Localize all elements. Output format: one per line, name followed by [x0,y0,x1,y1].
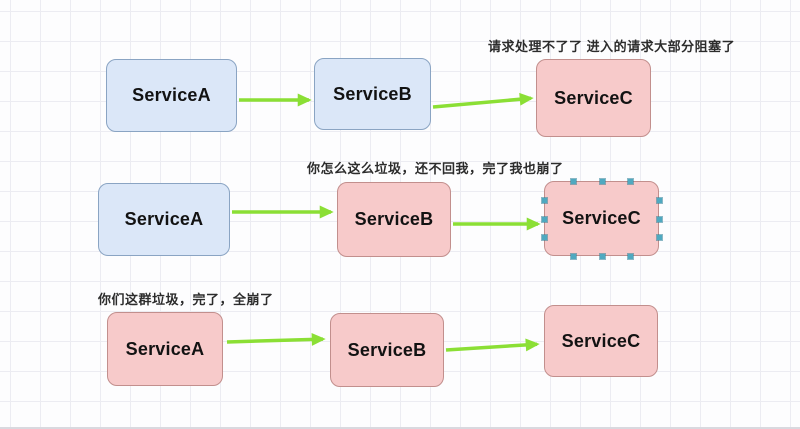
service-node-label: ServiceA [124,209,204,229]
service-node-label: ServiceB [347,339,427,360]
connection-point-handle[interactable] [627,178,635,185]
service-node-servicec-row3[interactable]: ServiceC [544,305,658,377]
service-node-label: ServiceA [125,338,205,359]
arrow-connector[interactable] [445,338,540,352]
annotation-text[interactable]: 你怎么这么垃圾，还不回我，完了我也崩了 [307,161,564,176]
service-node-label: ServiceB [354,209,434,229]
connection-point-handle[interactable] [656,234,663,242]
service-node-serviceb-row3[interactable]: ServiceB [330,313,444,387]
service-node-servicec-row1[interactable]: ServiceC [536,59,651,137]
connection-point-handle[interactable] [598,253,606,260]
service-node-label: ServiceC [562,208,641,228]
service-node-servicec-row2[interactable]: ServiceC [541,178,663,260]
connection-point-handle[interactable] [569,178,577,185]
service-node-serviceb-row2[interactable]: ServiceB [337,182,451,257]
connection-point-handle[interactable] [598,178,606,185]
arrow-connector[interactable] [226,332,326,346]
connection-point-handle[interactable] [627,253,635,260]
service-node-servicea-row3[interactable]: ServiceA [107,312,223,386]
connection-point-handle[interactable] [656,196,663,204]
connection-point-handle[interactable] [656,215,663,223]
service-node-servicea-row2[interactable]: ServiceA [98,183,230,256]
annotation-text[interactable]: 你们这群垃圾，完了，全崩了 [98,292,274,307]
connection-point-handle[interactable] [541,196,548,204]
connection-point-handle[interactable] [569,253,577,260]
service-node-servicea-row1[interactable]: ServiceA [106,59,237,132]
service-node-label: ServiceC [554,87,633,108]
service-node-label: ServiceA [132,85,211,105]
canvas-bottom-edge [0,427,800,429]
connection-point-handle[interactable] [541,215,548,223]
service-node-label: ServiceC [561,330,641,351]
service-node-serviceb-row1[interactable]: ServiceB [314,58,431,130]
annotation-text[interactable]: 请求处理不了了 进入的请求大部分阻塞了 [488,39,736,54]
service-node-label: ServiceB [333,83,412,104]
connection-point-handle[interactable] [541,234,548,242]
arrow-connector[interactable] [432,92,534,109]
